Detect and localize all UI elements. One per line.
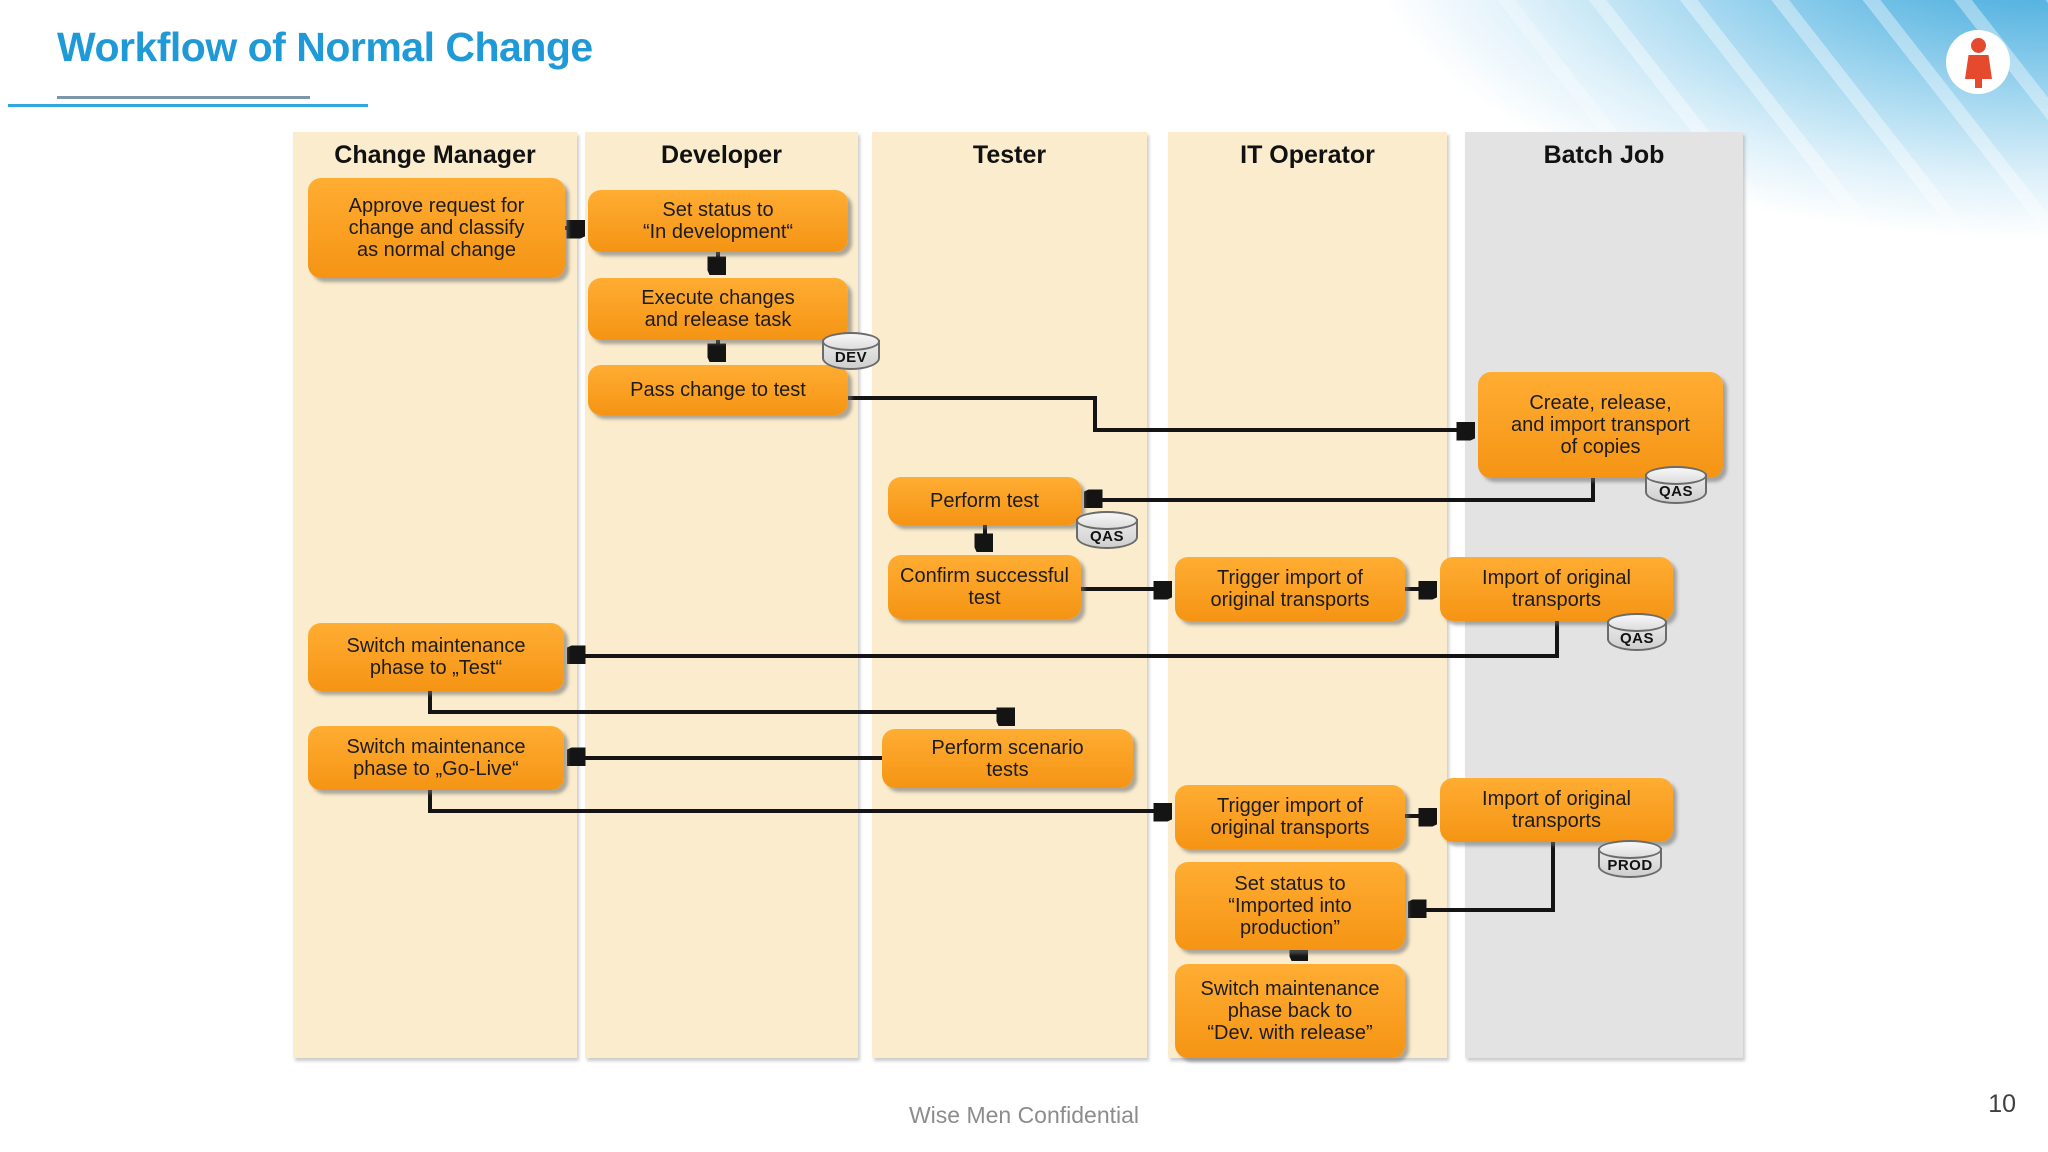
qas-database-icon-import: QAS: [1607, 613, 1667, 651]
qas-database-icon-test: QAS: [1076, 511, 1138, 549]
title-underline-dark: [57, 96, 310, 99]
node-pass-change-to-test: Pass change to test: [588, 365, 848, 415]
node-perform-scenario-tests-label: Perform scenario tests: [931, 736, 1084, 781]
node-confirm-successful-test-label: Confirm successful test: [900, 565, 1069, 609]
person-stem-icon: [1975, 79, 1982, 88]
node-perform-test: Perform test: [888, 477, 1081, 525]
page-number: 10: [1988, 1090, 2016, 1118]
node-pass-change-to-test-label: Pass change to test: [630, 379, 806, 401]
node-perform-test-label: Perform test: [930, 490, 1039, 512]
node-execute-changes-label: Execute changes and release task: [641, 287, 795, 331]
lane-tester-title: Tester: [972, 141, 1047, 169]
node-set-status-in-development: Set status to “In development“: [588, 190, 848, 252]
node-import-original-1: Import of original transports: [1440, 557, 1673, 621]
person-body-icon: [1965, 55, 1992, 79]
node-import-original-2: Import of original transports: [1440, 778, 1673, 842]
node-switch-phase-golive: Switch maintenance phase to „Go-Live“: [308, 726, 564, 790]
node-approve-request: Approve request for change and classify …: [308, 178, 565, 278]
title-underline-blue: [8, 104, 368, 107]
node-approve-request-label: Approve request for change and classify …: [348, 195, 525, 261]
qas-database-label-test: QAS: [1089, 528, 1124, 545]
node-import-original-1-label: Import of original transports: [1482, 567, 1631, 611]
node-trigger-import-2-label: Trigger import of original transports: [1210, 795, 1370, 839]
qas-database-label-import: QAS: [1619, 630, 1654, 647]
lane-developer-title: Developer: [661, 141, 782, 169]
node-trigger-import-2: Trigger import of original transports: [1175, 785, 1405, 849]
node-set-status-imported-label: Set status to “Imported into production”: [1228, 873, 1352, 939]
node-confirm-successful-test: Confirm successful test: [888, 555, 1081, 619]
node-perform-scenario-tests: Perform scenario tests: [882, 729, 1133, 788]
node-switch-phase-back: Switch maintenance phase back to “Dev. w…: [1175, 964, 1405, 1058]
node-switch-phase-test-label: Switch maintenance phase to „Test“: [346, 635, 526, 679]
node-import-original-2-label: Import of original transports: [1482, 788, 1631, 832]
dev-database-label: DEV: [834, 349, 868, 366]
node-trigger-import-1: Trigger import of original transports: [1175, 557, 1405, 621]
lane-change-manager: Change Manager: [293, 132, 577, 1058]
node-create-release-import-label: Create, release, and import transport of…: [1511, 392, 1690, 458]
node-execute-changes: Execute changes and release task: [588, 278, 848, 340]
lane-developer: Developer: [585, 132, 858, 1058]
prod-database-label: PROD: [1607, 857, 1653, 874]
lane-it-operator-title: IT Operator: [1240, 141, 1375, 169]
lane-batch-job-title: Batch Job: [1543, 141, 1665, 169]
node-switch-phase-test: Switch maintenance phase to „Test“: [308, 623, 564, 691]
qas-database-icon-create: QAS: [1645, 466, 1707, 504]
confidential-footer: Wise Men Confidential: [908, 1102, 1140, 1128]
person-head-icon: [1971, 38, 1986, 53]
node-switch-phase-golive-label: Switch maintenance phase to „Go-Live“: [346, 736, 526, 780]
prod-database-icon: PROD: [1598, 840, 1662, 878]
node-create-release-import: Create, release, and import transport of…: [1478, 372, 1723, 478]
node-switch-phase-back-label: Switch maintenance phase back to “Dev. w…: [1200, 978, 1380, 1044]
person-icon: [1946, 30, 2010, 94]
logo-badge: [1946, 30, 2010, 94]
qas-database-label-create: QAS: [1658, 483, 1693, 500]
lane-change-manager-title: Change Manager: [334, 141, 536, 169]
node-set-status-in-development-label: Set status to “In development“: [642, 199, 794, 243]
node-trigger-import-1-label: Trigger import of original transports: [1210, 567, 1370, 611]
node-set-status-imported: Set status to “Imported into production”: [1175, 862, 1405, 950]
page-title: Workflow of Normal Change: [57, 24, 593, 70]
dev-database-icon: DEV: [822, 332, 880, 370]
